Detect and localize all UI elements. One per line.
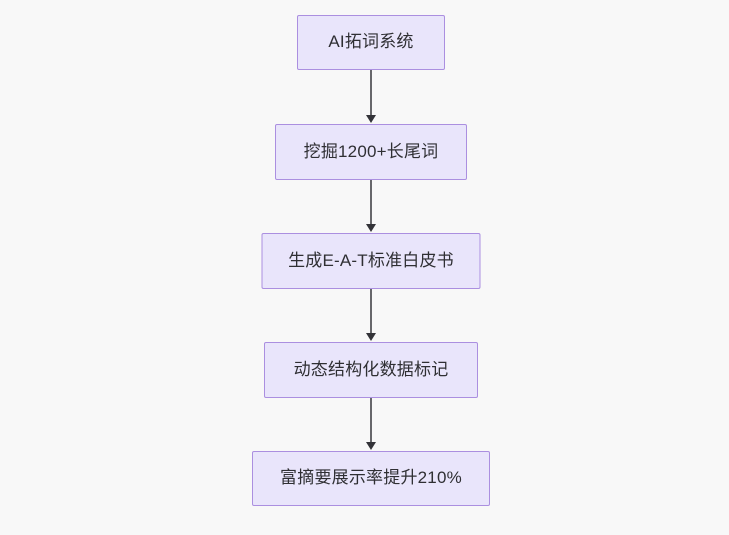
arrow-down-icon: [366, 333, 376, 341]
node-label: 挖掘1200+长尾词: [303, 141, 439, 161]
arrow-down-icon: [366, 224, 376, 232]
flowchart-connector-1: [370, 70, 372, 116]
arrow-down-icon: [366, 115, 376, 123]
flowchart-node-dynamic-structured-data-markup[interactable]: 动态结构化数据标记: [264, 342, 478, 398]
node-label: AI拓词系统: [328, 32, 414, 52]
node-label: 富摘要展示率提升210%: [280, 468, 462, 488]
arrow-down-icon: [366, 442, 376, 450]
flowchart-node-rich-snippet-impression-lift[interactable]: 富摘要展示率提升210%: [252, 451, 490, 506]
flowchart-connector-2: [370, 180, 372, 225]
flowchart-node-generate-eat-whitepaper[interactable]: 生成E-A-T标准白皮书: [261, 233, 481, 289]
node-label: 动态结构化数据标记: [293, 359, 449, 379]
flowchart-node-mine-longtail-keywords[interactable]: 挖掘1200+长尾词: [275, 124, 467, 180]
flowchart-connector-3: [370, 289, 372, 334]
flowchart-connector-4: [370, 398, 372, 443]
flowchart-node-ai-keyword-system[interactable]: AI拓词系统: [297, 15, 445, 70]
node-label: 生成E-A-T标准白皮书: [288, 250, 454, 270]
